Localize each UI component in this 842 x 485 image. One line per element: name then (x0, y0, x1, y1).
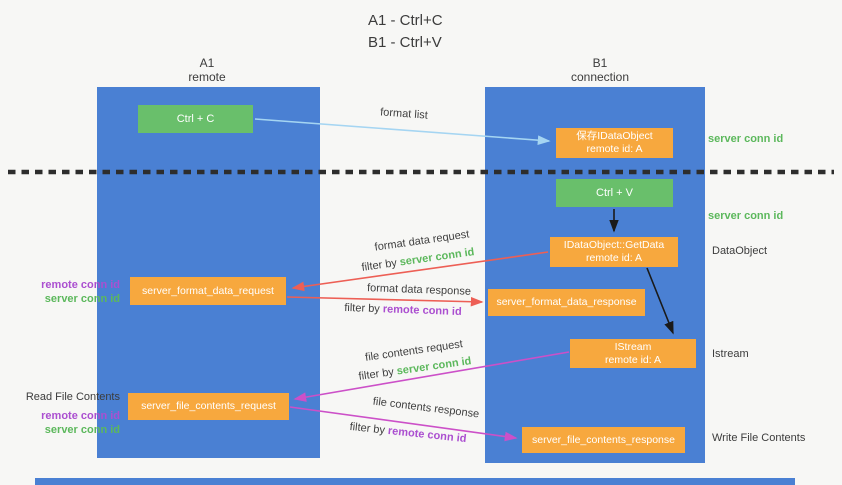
label-read-file-contents: Read File Contents (25, 391, 120, 403)
bottom-lane-strip (35, 478, 795, 485)
node-istream: IStream remote id: A (570, 339, 696, 368)
label-write-file-contents: Write File Contents (712, 432, 806, 444)
node-ctrl-v: Ctrl + V (556, 179, 673, 207)
node-istream-line1: IStream (614, 340, 652, 353)
node-server-file-contents-request: server_file_contents_request (128, 393, 289, 420)
filter-prefix: filter by (344, 301, 381, 316)
label-istream: Istream (712, 348, 749, 360)
node-save-idataobject-line1: 保存IDataObject (576, 130, 653, 142)
arrow-file-contents-request (293, 351, 570, 402)
node-server-file-contents-response: server_file_contents_response (522, 427, 685, 453)
node-file-request-label: server_file_contents_request (141, 400, 276, 412)
node-server-format-data-response: server_format_data_response (488, 289, 645, 316)
node-ctrl-c: Ctrl + C (138, 105, 253, 133)
title-line-2: B1 - Ctrl+V (368, 34, 442, 51)
title-line-1: A1 - Ctrl+C (368, 12, 443, 29)
lane-b1-title: B1 (592, 56, 608, 70)
node-ctrl-v-label: Ctrl + V (596, 186, 633, 199)
arrow-format-data-request (291, 251, 549, 292)
lane-a1-subtitle: remote (188, 70, 226, 84)
node-file-response-label: server_file_contents_response (531, 433, 675, 446)
node-format-response-label: server_format_data_response (496, 296, 637, 308)
node-server-format-data-request: server_format_data_request (130, 277, 286, 305)
arrow-getdata-to-istream (646, 267, 674, 335)
diagram-title: A1 - Ctrl+C B1 - Ctrl+V (368, 10, 443, 54)
label-server-conn-id-top: server conn id (708, 133, 784, 145)
label-server-conn-id-2: server conn id (44, 424, 120, 436)
lane-b1-subtitle: connection (570, 70, 630, 84)
arrow-file-contents-response (289, 406, 518, 442)
node-save-idataobject-line2: remote id: A (586, 143, 643, 155)
node-idataobject-getdata: IDataObject::GetData remote id: A (550, 237, 678, 267)
node-save-idataobject: 保存IDataObject remote id: A (556, 128, 673, 158)
label-remote-conn-id-1: remote conn id (41, 279, 120, 291)
node-getdata-line2: remote id: A (585, 252, 643, 264)
node-ctrl-c-label: Ctrl + C (176, 112, 215, 125)
label-server-conn-id-1: server conn id (44, 293, 120, 305)
label-dataobject: DataObject (712, 245, 768, 257)
node-istream-line2: remote id: A (604, 353, 662, 366)
lane-header-b1: B1 connection (540, 56, 660, 84)
lane-a1-title: A1 (199, 56, 215, 70)
node-format-request-label: server_format_data_request (142, 284, 274, 297)
lane-header-a1: A1 remote (147, 56, 267, 84)
arrow-format-list (254, 118, 551, 145)
arrow-format-data-response (286, 296, 484, 307)
label-server-conn-id-mid: server conn id (708, 210, 784, 222)
label-remote-conn-id-2: remote conn id (41, 410, 120, 422)
node-getdata-line1: IDataObject::GetData (563, 239, 665, 251)
